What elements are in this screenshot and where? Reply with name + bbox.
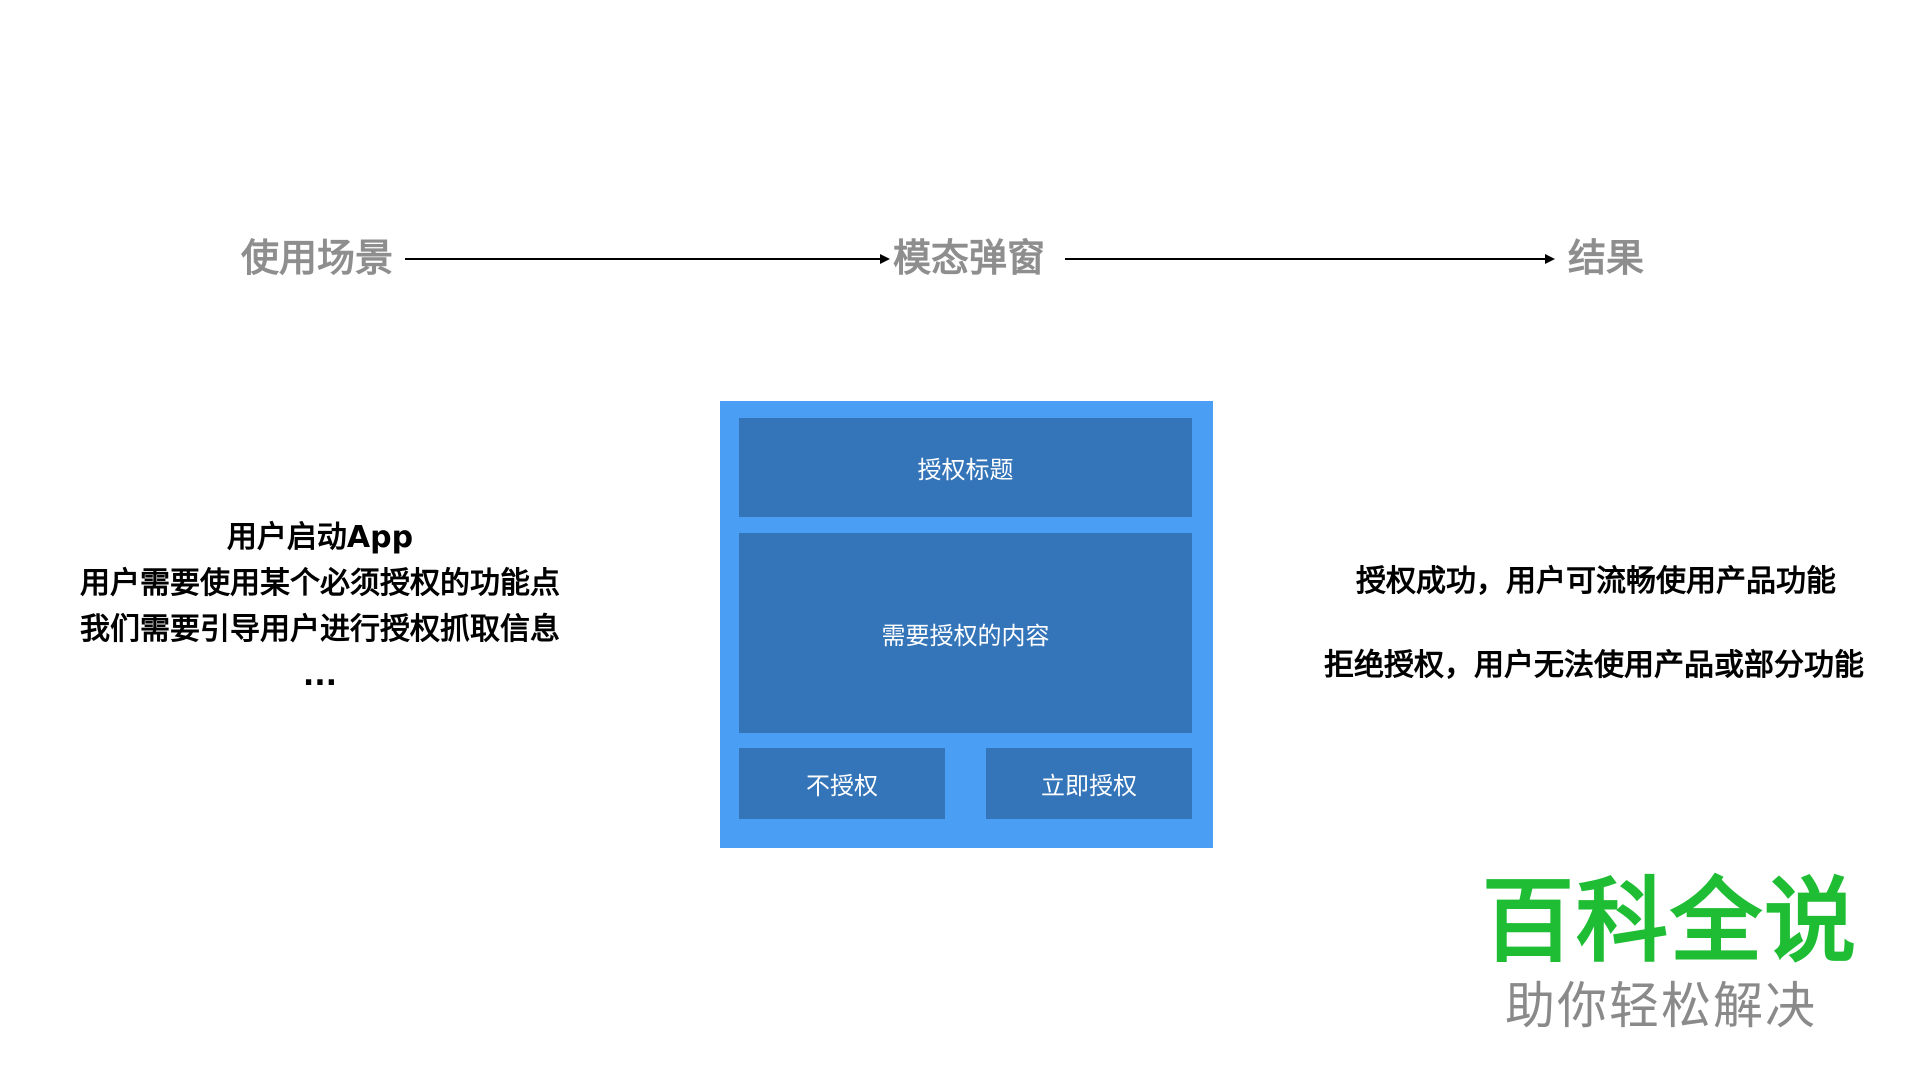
result-success: 授权成功，用户可流畅使用产品功能 — [1356, 564, 1836, 599]
flow-step-modal: 模态弹窗 — [893, 236, 1046, 280]
modal-dialog: 授权标题 需要授权的内容 不授权 立即授权 — [720, 401, 1213, 848]
scenario-line-3: 我们需要引导用户进行授权抓取信息 — [80, 612, 560, 647]
result-reject: 拒绝授权，用户无法使用产品或部分功能 — [1324, 648, 1864, 683]
watermark-slogan: 助你轻松解决 — [1505, 977, 1817, 1035]
flow-step-result: 结果 — [1568, 236, 1645, 280]
deny-button[interactable]: 不授权 — [739, 748, 945, 819]
modal-content: 需要授权的内容 — [739, 533, 1192, 733]
watermark-logo-text: 百科全说 — [1482, 868, 1859, 975]
flow-arrow-1 — [405, 254, 890, 264]
modal-title: 授权标题 — [739, 418, 1192, 517]
allow-button[interactable]: 立即授权 — [986, 748, 1192, 819]
scenario-description: 用户启动App 用户需要使用某个必须授权的功能点 我们需要引导用户进行授权抓取信… — [40, 515, 600, 699]
flow-step-scenario: 使用场景 — [241, 236, 394, 280]
scenario-line-1: 用户启动App — [226, 520, 414, 555]
scenario-line-4: ... — [302, 658, 338, 693]
flow-arrow-2 — [1065, 254, 1555, 264]
scenario-line-2: 用户需要使用某个必须授权的功能点 — [80, 566, 560, 601]
